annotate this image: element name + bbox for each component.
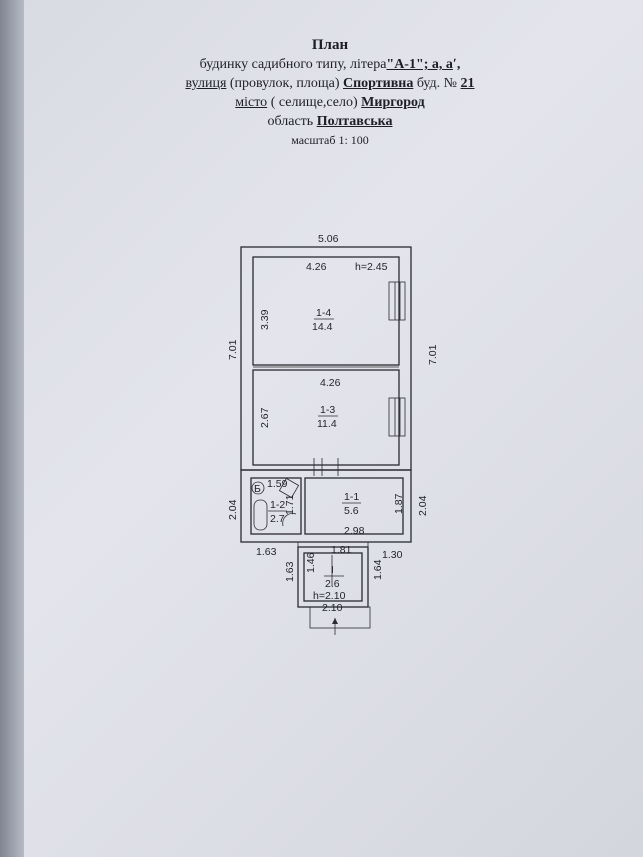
room-area: 5.6 [344, 505, 359, 517]
street-value: Спортивна [342, 76, 414, 91]
dim-hall-height: 1.87 [393, 493, 405, 514]
dim-bottom-left: 1.63 [256, 546, 277, 558]
dim-ext-right-height: 2.04 [417, 495, 429, 516]
dim-room13-height: 2.67 [259, 407, 271, 428]
boiler-label: Б [254, 483, 261, 495]
room-1-1-outline [304, 477, 404, 535]
dim-porch-right: 1.64 [372, 559, 384, 580]
room-id: 1-4 [316, 307, 331, 319]
porch-steps [309, 606, 371, 629]
door-swing-icon [282, 513, 297, 527]
dim-ext-left-height: 2.04 [227, 499, 239, 520]
document-header: План будинку садибного типу, літера"А-1"… [100, 36, 560, 150]
region-value: Полтавська [316, 114, 393, 129]
room-1-1-label: 1-1 5.6 [342, 491, 361, 517]
city-label: місто [235, 95, 268, 110]
dim-bottom-right: 1.30 [382, 549, 403, 561]
room-1-3-outline [252, 369, 400, 466]
house-number: 21 [460, 76, 475, 91]
dim-porch-inner-left: 1.46 [305, 552, 317, 573]
dim-bath-width: 1.59 [267, 478, 288, 490]
dim-porch-width-top: 1.81 [331, 544, 352, 556]
window-room-1-4 [388, 281, 406, 321]
dim-porch-width: 2.10 [322, 602, 343, 614]
litera-prime: ʹ, [452, 57, 461, 72]
header-line-city: місто ( селище,село) Миргород [100, 93, 560, 112]
room-id: 1-3 [320, 404, 335, 416]
house-label: буд. № [416, 76, 458, 91]
plan-title: План [311, 37, 349, 53]
paper-sheet [22, 0, 643, 857]
building-type-text: будинку садибного типу, літера [199, 57, 387, 72]
boiler-icon [251, 481, 265, 495]
dim-hall-width: 2.98 [344, 525, 365, 537]
dim-bath-depth: 1.71 [284, 494, 296, 515]
dim-right-height: 7.01 [427, 344, 439, 365]
header-line-building: будинку садибного типу, літера"А-1"; а, … [100, 55, 560, 74]
dim-ceiling-height: h=2.45 [355, 261, 388, 273]
room-area: 2.6 [325, 578, 340, 590]
street-alt-label: (провулок, площа) [229, 76, 340, 91]
room-id: I [331, 564, 334, 576]
room-id: 1-1 [344, 491, 359, 503]
entrance-arrow-icon [332, 618, 338, 624]
room-area: 2.7 [270, 513, 285, 525]
window-room-1-3 [388, 397, 406, 437]
header-line-region: область Полтавська [100, 112, 560, 131]
room-1-4-label: 1-4 14.4 [312, 307, 334, 333]
dim-room13-width: 4.26 [320, 377, 341, 389]
porch-inner-wall [303, 552, 363, 602]
extension-outer-wall [240, 469, 412, 543]
window-to-hall [313, 458, 339, 476]
dim-top-width: 5.06 [318, 233, 339, 245]
litera-value: "А-1"; а, а [386, 57, 453, 72]
dim-room14-width: 4.26 [306, 261, 327, 273]
dim-porch-height: h=2.10 [313, 590, 346, 602]
room-porch-label: I 2.6 [324, 564, 344, 590]
dim-room14-height: 3.39 [259, 309, 271, 330]
room-1-2-outline [250, 477, 302, 535]
room-1-3-label: 1-3 11.4 [317, 404, 338, 430]
city-value: Миргород [361, 95, 425, 110]
dim-porch-outer-left: 1.63 [284, 561, 296, 582]
scale-label: масштаб 1: 100 [291, 133, 369, 147]
header-line-street: вулиця (провулок, площа) Спортивна буд. … [100, 74, 560, 93]
city-alt-label: ( селище,село) [270, 95, 358, 110]
room-id: 1-2 [270, 499, 285, 511]
sink-icon [278, 477, 300, 499]
street-label: вулиця [185, 76, 227, 91]
room-1-2-label: 1-2 2.7 [268, 499, 287, 525]
bathtub-icon [253, 499, 268, 531]
dim-left-height: 7.01 [227, 339, 239, 360]
paper-shadow-edge [0, 0, 24, 857]
room-area: 11.4 [317, 418, 337, 430]
room-area: 14.4 [312, 321, 333, 333]
region-label: область [267, 114, 314, 129]
room-1-4-outline [252, 256, 400, 366]
main-house-outer-wall [240, 246, 412, 471]
